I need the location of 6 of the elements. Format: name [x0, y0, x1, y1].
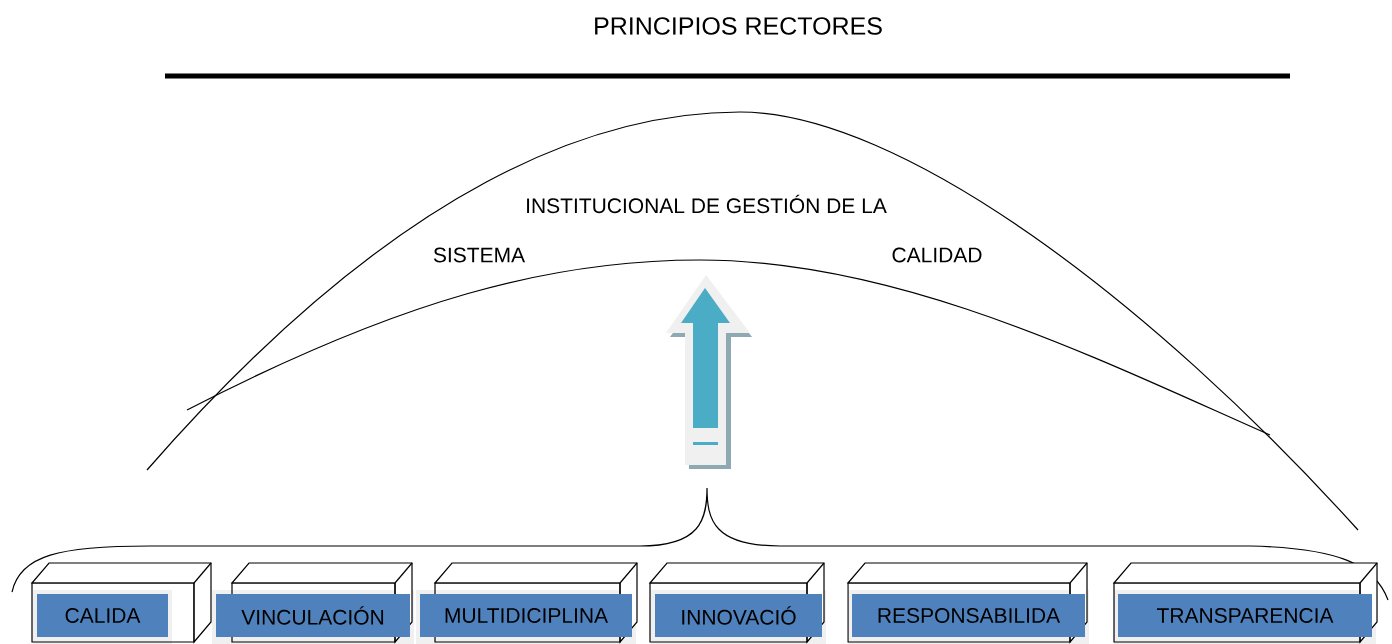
title: PRINCIPIOS RECTORES [595, 17, 882, 35]
arc-label: SISTEMA [433, 247, 526, 263]
arc-label: INSTITUCIONAL DE GESTIÓN DE LA [527, 194, 887, 214]
box-drawing: MULTIDICIPLINA [416, 562, 638, 644]
arc-label: CALIDAD [892, 247, 982, 263]
box-drawing: VINCULACIÓN [212, 562, 414, 644]
